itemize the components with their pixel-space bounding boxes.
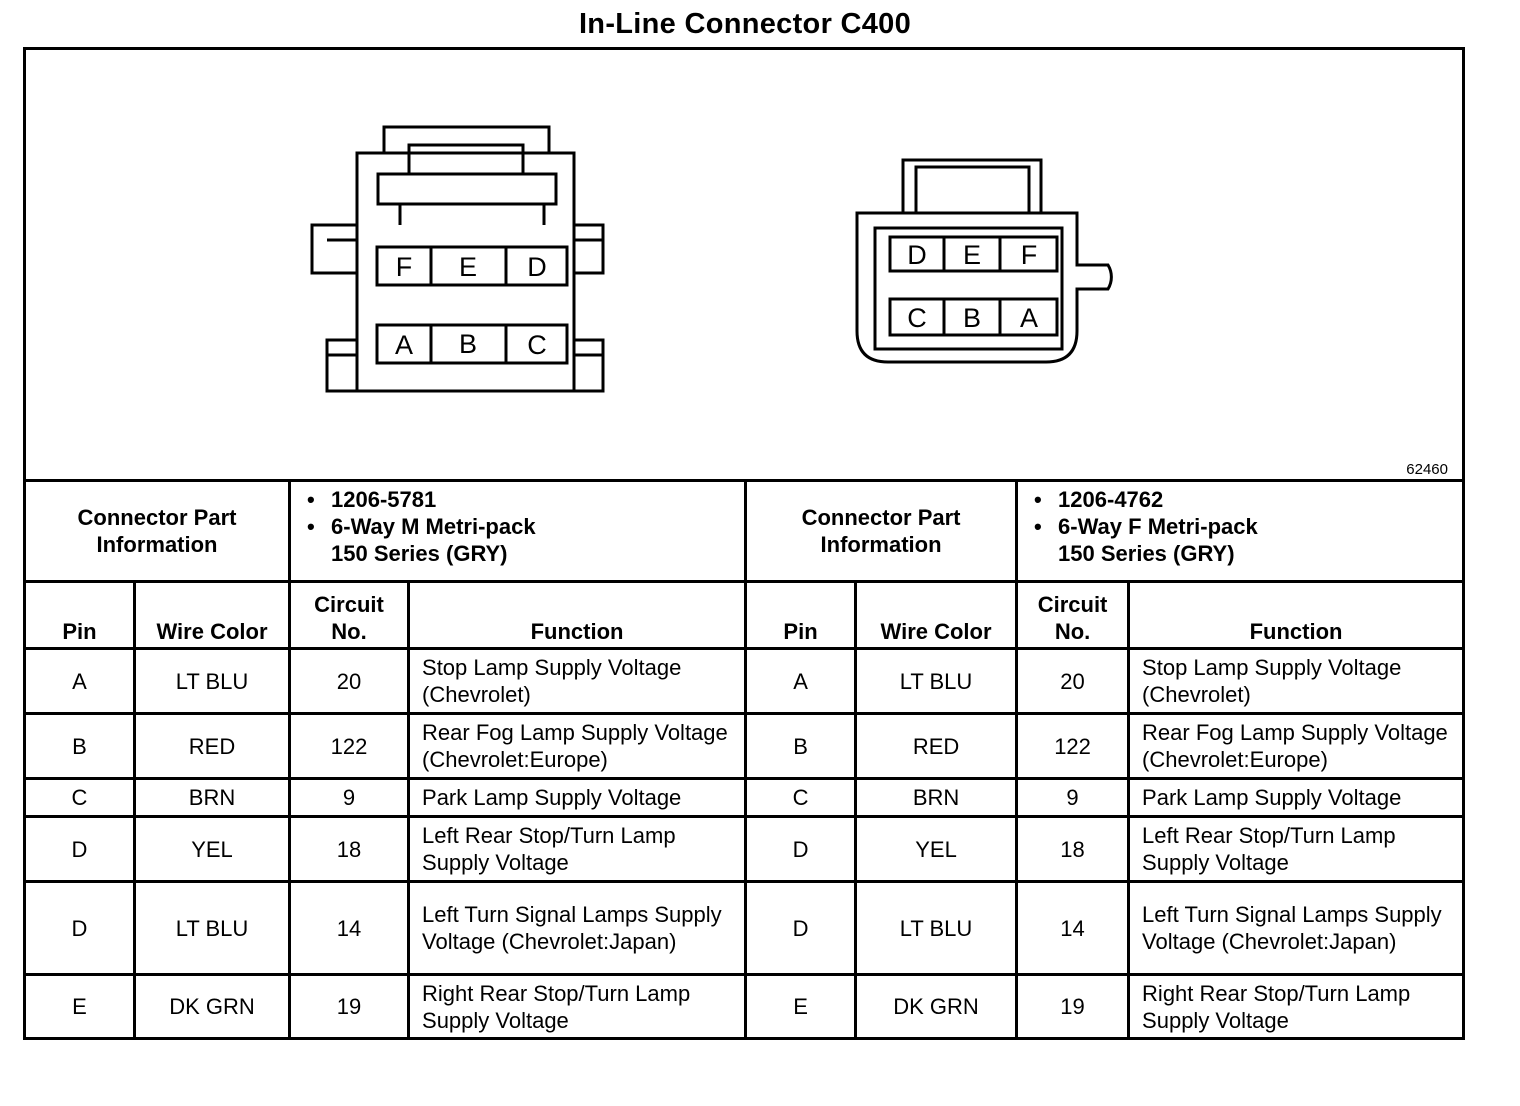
circuit-cell: 19 [1015,973,1131,1040]
wire-color-header: Wire Color [132,580,292,650]
circuit-cell: 122 [1015,712,1131,780]
wire-color-cell: DK GRN [854,973,1019,1040]
pin-cell: D [23,815,136,883]
left-part-series: 150 Series (GRY) [331,541,508,566]
function-cell: Rear Fog Lamp Supply Voltage (Chevrolet:… [407,712,748,780]
table-row: C BRN 9 Park Lamp Supply Voltage C BRN 9… [23,777,1466,818]
wire-color-cell: LT BLU [132,880,292,976]
pin-header: Pin [23,580,136,650]
function-cell: Park Lamp Supply Voltage [407,777,748,818]
circuit-header: Circuit No. [288,580,411,650]
pin-header: Pin [744,580,858,650]
wire-color-cell: RED [854,712,1019,780]
connector-drawing: F E D A B C D E F C B A [310,125,1113,393]
female-pin-label: F [1021,240,1038,270]
male-connector-outline [310,125,605,393]
figure-number: 62460 [1406,461,1448,478]
function-cell: Park Lamp Supply Voltage [1127,777,1466,818]
connector-part-info-label: Connector Part Information [744,479,1019,583]
connector-drawing-frame: F E D A B C D E F C B A 62460 [23,47,1465,482]
female-pin-label: A [1020,303,1038,333]
wire-color-cell: LT BLU [854,647,1019,715]
male-pin-label: B [459,329,477,359]
circuit-cell: 18 [288,815,411,883]
pin-cell: D [744,815,858,883]
circuit-cell: 14 [1015,880,1131,976]
page-title: In-Line Connector C400 [578,8,912,40]
pin-cell: D [23,880,136,976]
male-pin-label: F [396,252,413,282]
part-info-row: Connector Part Information 1206-5781 6-W… [22,479,1466,583]
circuit-cell: 9 [1015,777,1131,818]
function-cell: Right Rear Stop/Turn Lamp Supply Voltage [407,973,748,1040]
pin-cell: C [23,777,136,818]
table-row: D YEL 18 Left Rear Stop/Turn Lamp Supply… [23,815,1466,883]
wire-color-header: Wire Color [854,580,1019,650]
table-row: B RED 122 Rear Fog Lamp Supply Voltage (… [23,712,1466,780]
female-pin-label: E [963,240,981,270]
connector-part-info-label: Connector Part Information [22,479,292,583]
wire-color-cell: LT BLU [132,647,292,715]
pin-cell: E [23,973,136,1040]
circuit-header: Circuit No. [1015,580,1131,650]
wire-color-cell: RED [132,712,292,780]
pin-cell: D [744,880,858,976]
table-row: A LT BLU 20 Stop Lamp Supply Voltage (Ch… [23,647,1466,715]
left-part-info: 1206-5781 6-Way M Metri-pack 150 Series … [288,479,748,583]
female-connector-outline [855,158,1113,364]
pin-cell: A [23,647,136,715]
male-pin-label: E [459,252,477,282]
circuit-cell: 9 [288,777,411,818]
pinout-table: Connector Part Information 1206-5781 6-W… [22,479,1466,1040]
function-cell: Left Turn Signal Lamps Supply Voltage (C… [1127,880,1466,976]
circuit-cell: 20 [1015,647,1131,715]
function-header: Function [407,580,748,650]
male-pin-label: D [527,252,547,282]
right-part-desc: 6-Way F Metri-pack [1034,513,1450,540]
female-pin-label: D [907,240,927,270]
left-part-desc: 6-Way M Metri-pack [307,513,732,540]
function-cell: Rear Fog Lamp Supply Voltage (Chevrolet:… [1127,712,1466,780]
pin-cell: C [744,777,858,818]
function-cell: Left Rear Stop/Turn Lamp Supply Voltage [407,815,748,883]
wire-color-cell: YEL [132,815,292,883]
pin-cell: B [744,712,858,780]
wire-color-cell: DK GRN [132,973,292,1040]
column-header-row: Pin Wire Color Circuit No. Function Pin … [23,580,1466,650]
wire-color-cell: BRN [132,777,292,818]
female-pin-label: C [907,303,927,333]
right-part-series: 150 Series (GRY) [1058,541,1235,566]
female-pin-label: B [963,303,981,333]
circuit-cell: 122 [288,712,411,780]
table-row: E DK GRN 19 Right Rear Stop/Turn Lamp Su… [23,973,1466,1040]
function-cell: Right Rear Stop/Turn Lamp Supply Voltage [1127,973,1466,1040]
circuit-cell: 18 [1015,815,1131,883]
pin-cell: A [744,647,858,715]
circuit-cell: 19 [288,973,411,1040]
table-row: D LT BLU 14 Left Turn Signal Lamps Suppl… [23,880,1466,976]
circuit-cell: 20 [288,647,411,715]
wire-color-cell: BRN [854,777,1019,818]
function-cell: Left Rear Stop/Turn Lamp Supply Voltage [1127,815,1466,883]
function-cell: Left Turn Signal Lamps Supply Voltage (C… [407,880,748,976]
right-part-number: 1206-4762 [1034,486,1450,513]
male-pin-label: A [395,330,413,360]
function-cell: Stop Lamp Supply Voltage (Chevrolet) [407,647,748,715]
function-cell: Stop Lamp Supply Voltage (Chevrolet) [1127,647,1466,715]
function-header: Function [1127,580,1466,650]
wire-color-cell: YEL [854,815,1019,883]
circuit-cell: 14 [288,880,411,976]
right-part-info: 1206-4762 6-Way F Metri-pack 150 Series … [1015,479,1466,583]
wire-color-cell: LT BLU [854,880,1019,976]
left-part-number: 1206-5781 [307,486,732,513]
male-pin-label: C [527,330,547,360]
pin-cell: E [744,973,858,1040]
pin-cell: B [23,712,136,780]
